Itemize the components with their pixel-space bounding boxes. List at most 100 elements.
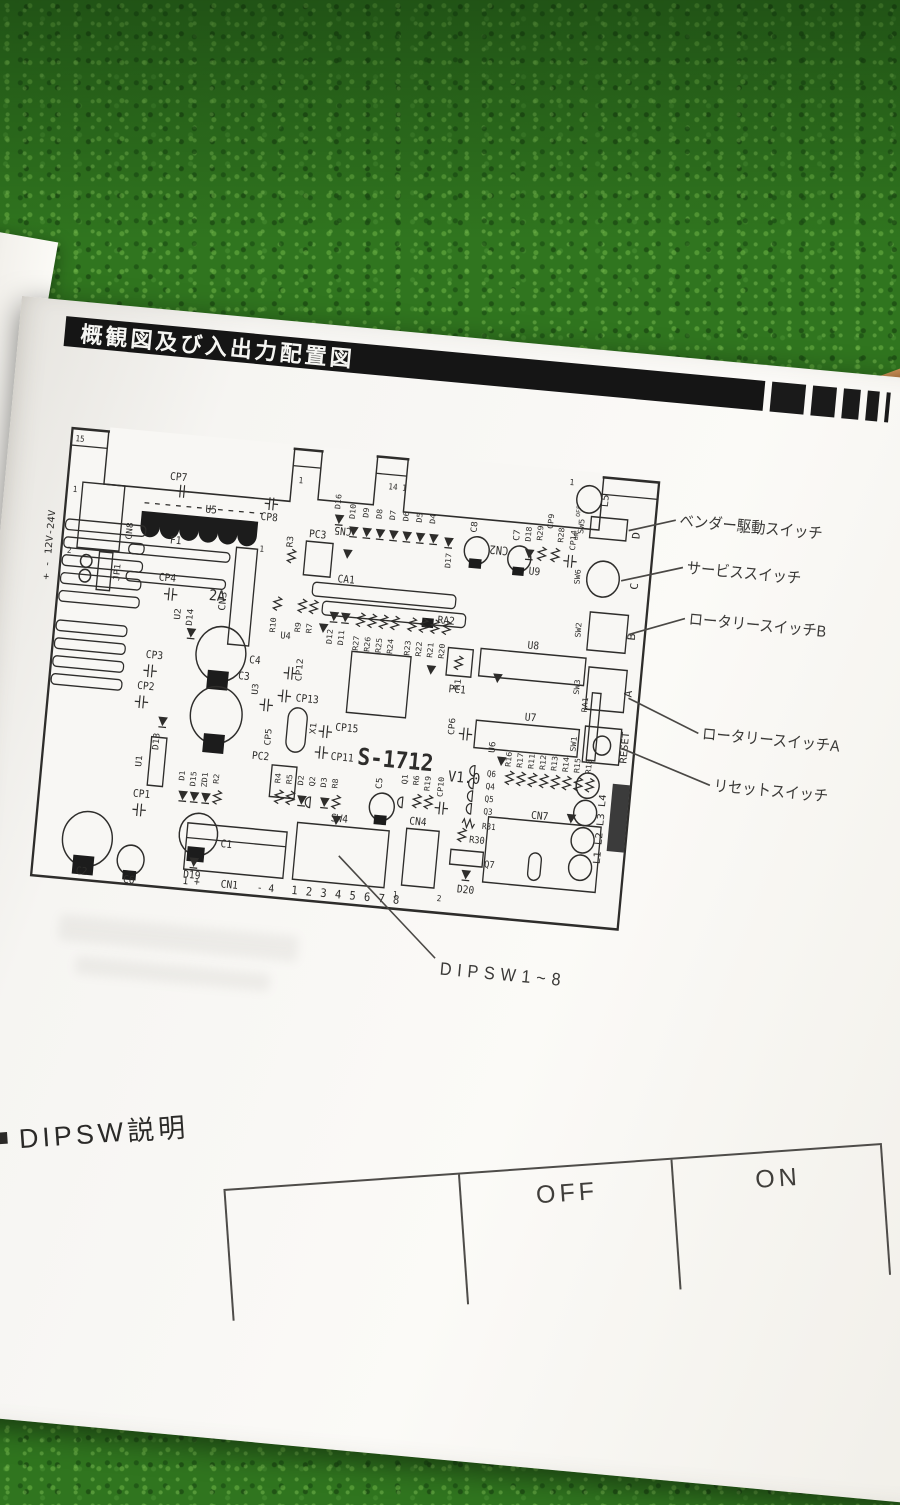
cap-symbol	[458, 727, 473, 741]
label-R22: R22	[414, 641, 424, 657]
label-U3: U3	[251, 683, 262, 695]
component-U5-coil	[140, 510, 259, 547]
label-CP4: CP4	[158, 572, 176, 585]
tri-symbol	[318, 623, 329, 633]
label-CP2: CP2	[137, 680, 155, 693]
component-rect	[481, 815, 602, 894]
dshape-symbol	[469, 765, 476, 777]
res-symbol	[366, 613, 378, 629]
component-fsq	[202, 733, 225, 754]
component-oval	[526, 852, 543, 882]
label-U4: U4	[280, 631, 292, 642]
res-symbol	[583, 777, 596, 793]
diode-symbol	[444, 537, 454, 549]
title-bar-dashes	[763, 381, 891, 423]
title-bar-black: 概観図及び入出力配置図	[63, 316, 766, 411]
board-line	[376, 472, 407, 477]
label-V1.0: V1.0	[447, 769, 481, 789]
component-circle	[576, 484, 603, 514]
label-C6: C6	[122, 874, 135, 887]
label-CP8: CP8	[260, 511, 278, 524]
label-CN7: CN7	[530, 810, 548, 823]
label-R15: R15	[573, 757, 583, 773]
component-oval	[285, 707, 308, 753]
label-R8: R8	[331, 778, 340, 789]
label-R30: R30	[469, 835, 485, 847]
diode-symbol	[329, 611, 340, 624]
diode-symbol	[186, 627, 197, 640]
component-bar	[59, 572, 142, 591]
label-1: 1	[298, 476, 304, 486]
cap-symbol	[143, 664, 157, 678]
cap-symbol	[163, 587, 178, 601]
label-R1: R1	[453, 678, 464, 690]
connector-notch-CN5	[317, 451, 379, 506]
component-rect	[584, 666, 628, 714]
label-ZD1: ZD1	[200, 772, 210, 788]
res-symbol	[503, 770, 516, 786]
tri-symbol	[331, 815, 342, 826]
diode-symbol	[402, 531, 413, 543]
label-R28: R28	[556, 527, 566, 543]
label-D: D	[630, 532, 643, 540]
label-OFF: OFF	[575, 505, 583, 517]
label-CP6: CP6	[447, 717, 458, 735]
res-symbol	[461, 817, 475, 830]
diode-symbol	[334, 514, 345, 526]
label-D18: D18	[524, 526, 534, 542]
label-R5: R5	[285, 774, 294, 785]
label-D13: D13	[152, 732, 163, 750]
callout-label: サービススイッチ	[686, 560, 802, 588]
res-symbol	[273, 789, 285, 805]
label-R24: R24	[385, 638, 395, 654]
diode-symbol	[429, 533, 439, 546]
diode-symbol	[189, 857, 200, 869]
res-symbol	[389, 615, 401, 631]
label-Q1: Q1	[400, 774, 409, 785]
label-U8: U8	[527, 640, 540, 653]
callout-line	[628, 617, 686, 636]
component-bar	[50, 673, 123, 691]
cap-symbol	[132, 803, 146, 817]
label-D7: D7	[388, 510, 397, 521]
res-symbol	[452, 655, 465, 671]
label-2: 2	[67, 545, 73, 555]
callout-line	[628, 697, 699, 735]
cap-symbol	[277, 689, 292, 703]
component-circle	[570, 826, 595, 854]
cap-symbol	[134, 695, 149, 709]
res-symbol	[536, 546, 548, 562]
notch-fill-CN5	[319, 447, 377, 505]
label-D8: D8	[375, 508, 384, 519]
cap-symbol	[563, 554, 577, 568]
callout-label: ロータリースイッチA	[701, 725, 841, 756]
tri-symbol	[426, 665, 437, 675]
diode-symbol	[341, 612, 351, 625]
res-symbol	[211, 790, 223, 805]
component-rect	[473, 719, 581, 758]
label-R9: R9	[293, 622, 302, 633]
section-title-bar: 概観図及び入出力配置図	[63, 316, 891, 423]
label-R6: R6	[412, 775, 421, 786]
diode-symbol	[178, 790, 188, 803]
res-symbol	[538, 773, 550, 789]
callout-label: DIPSW1~8	[439, 958, 567, 991]
label-Q6: Q6	[486, 769, 496, 779]
component-circle	[585, 560, 621, 598]
label-D2: D2	[296, 775, 305, 786]
label-R31: R31	[482, 822, 497, 833]
board-line	[144, 502, 263, 515]
label-D3: D3	[319, 777, 328, 788]
dshape-symbol	[304, 796, 312, 809]
component-circle	[572, 799, 598, 827]
label-D6: D6	[402, 511, 411, 522]
label-CA1: CA1	[337, 574, 355, 587]
table-cell-on: ON	[670, 1145, 892, 1290]
label-PC1: PC1	[448, 684, 466, 697]
dshape-symbol	[468, 777, 475, 790]
tri-symbol	[343, 549, 353, 559]
cap-symbol	[318, 725, 333, 739]
label-SW5: SW5	[577, 518, 587, 534]
label-CP1: CP1	[132, 788, 150, 801]
